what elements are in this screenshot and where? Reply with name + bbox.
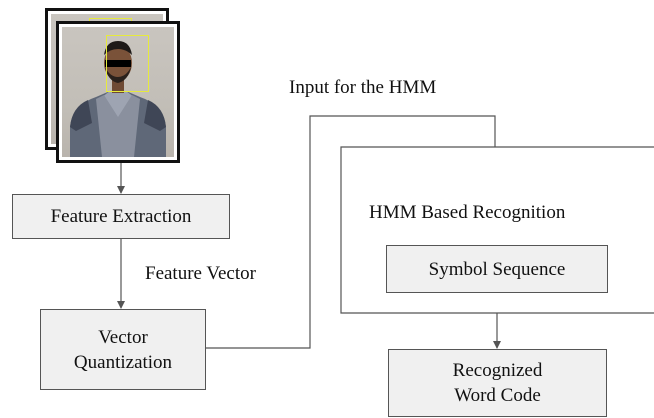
recognized-line1: Recognized — [452, 360, 543, 381]
input-frame-front — [56, 21, 180, 163]
person-photo-front — [62, 27, 174, 157]
recognized-line2: Word Code — [454, 385, 541, 406]
feature-vector-label: Feature Vector — [145, 263, 256, 284]
feature-extraction-node: Feature Extraction — [12, 194, 230, 239]
symbol-sequence-node: Symbol Sequence — [386, 245, 608, 293]
vector-quantization-line2: Quantization — [73, 351, 173, 373]
person-photo-icon — [70, 41, 166, 157]
vector-quantization-label: Vector Quantization — [74, 325, 172, 375]
hmm-group-title: HMM Based Recognition — [369, 202, 566, 223]
vq-to-hmm-connector — [206, 115, 496, 349]
symbol-sequence-label: Symbol Sequence — [428, 258, 566, 280]
input-for-hmm-label: Input for the HMM — [289, 77, 437, 98]
vector-quantization-line1: Vector — [98, 326, 148, 348]
face-detection-box — [106, 35, 149, 92]
vector-quantization-node: Vector Quantization — [40, 309, 206, 390]
recognized-word-code-label: Recognized Word Code — [453, 358, 543, 408]
feature-extraction-label: Feature Extraction — [50, 206, 192, 227]
recognized-word-code-node: Recognized Word Code — [388, 349, 607, 417]
